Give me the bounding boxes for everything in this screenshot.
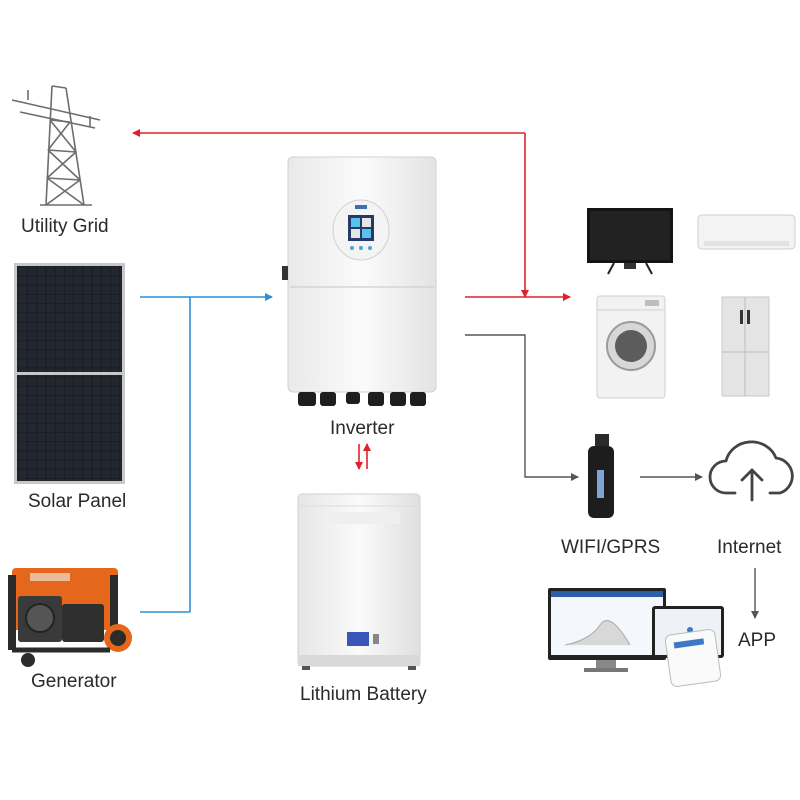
inverter-to-wifi-line — [465, 334, 579, 481]
communication-lines — [465, 334, 759, 619]
refrigerator-icon — [721, 296, 770, 397]
inverter-icon — [282, 156, 437, 406]
inverter-label: Inverter — [330, 418, 395, 439]
monitor-app-icon — [548, 588, 724, 687]
wifi-gprs-label: WIFI/GPRS — [561, 537, 661, 558]
air-conditioner-icon — [697, 214, 796, 250]
internet-label: Internet — [717, 537, 782, 558]
power-tower-icon — [11, 85, 101, 206]
washing-machine-icon — [596, 295, 666, 399]
cloud-upload-icon — [708, 440, 794, 502]
dc-connection-lines — [140, 293, 273, 613]
grid-connection-lines — [132, 129, 571, 470]
utility-grid-label: Utility Grid — [21, 216, 109, 237]
wifi-dongle-icon — [588, 434, 614, 518]
tv-icon — [587, 208, 673, 275]
generator-label: Generator — [31, 671, 117, 692]
solar-panel-label: Solar Panel — [28, 491, 127, 512]
lithium-battery-label: Lithium Battery — [300, 684, 427, 705]
lithium-battery-icon — [297, 493, 421, 670]
generator-icon — [8, 568, 132, 667]
solar-panel-icon — [14, 263, 125, 484]
app-label: APP — [738, 630, 777, 651]
